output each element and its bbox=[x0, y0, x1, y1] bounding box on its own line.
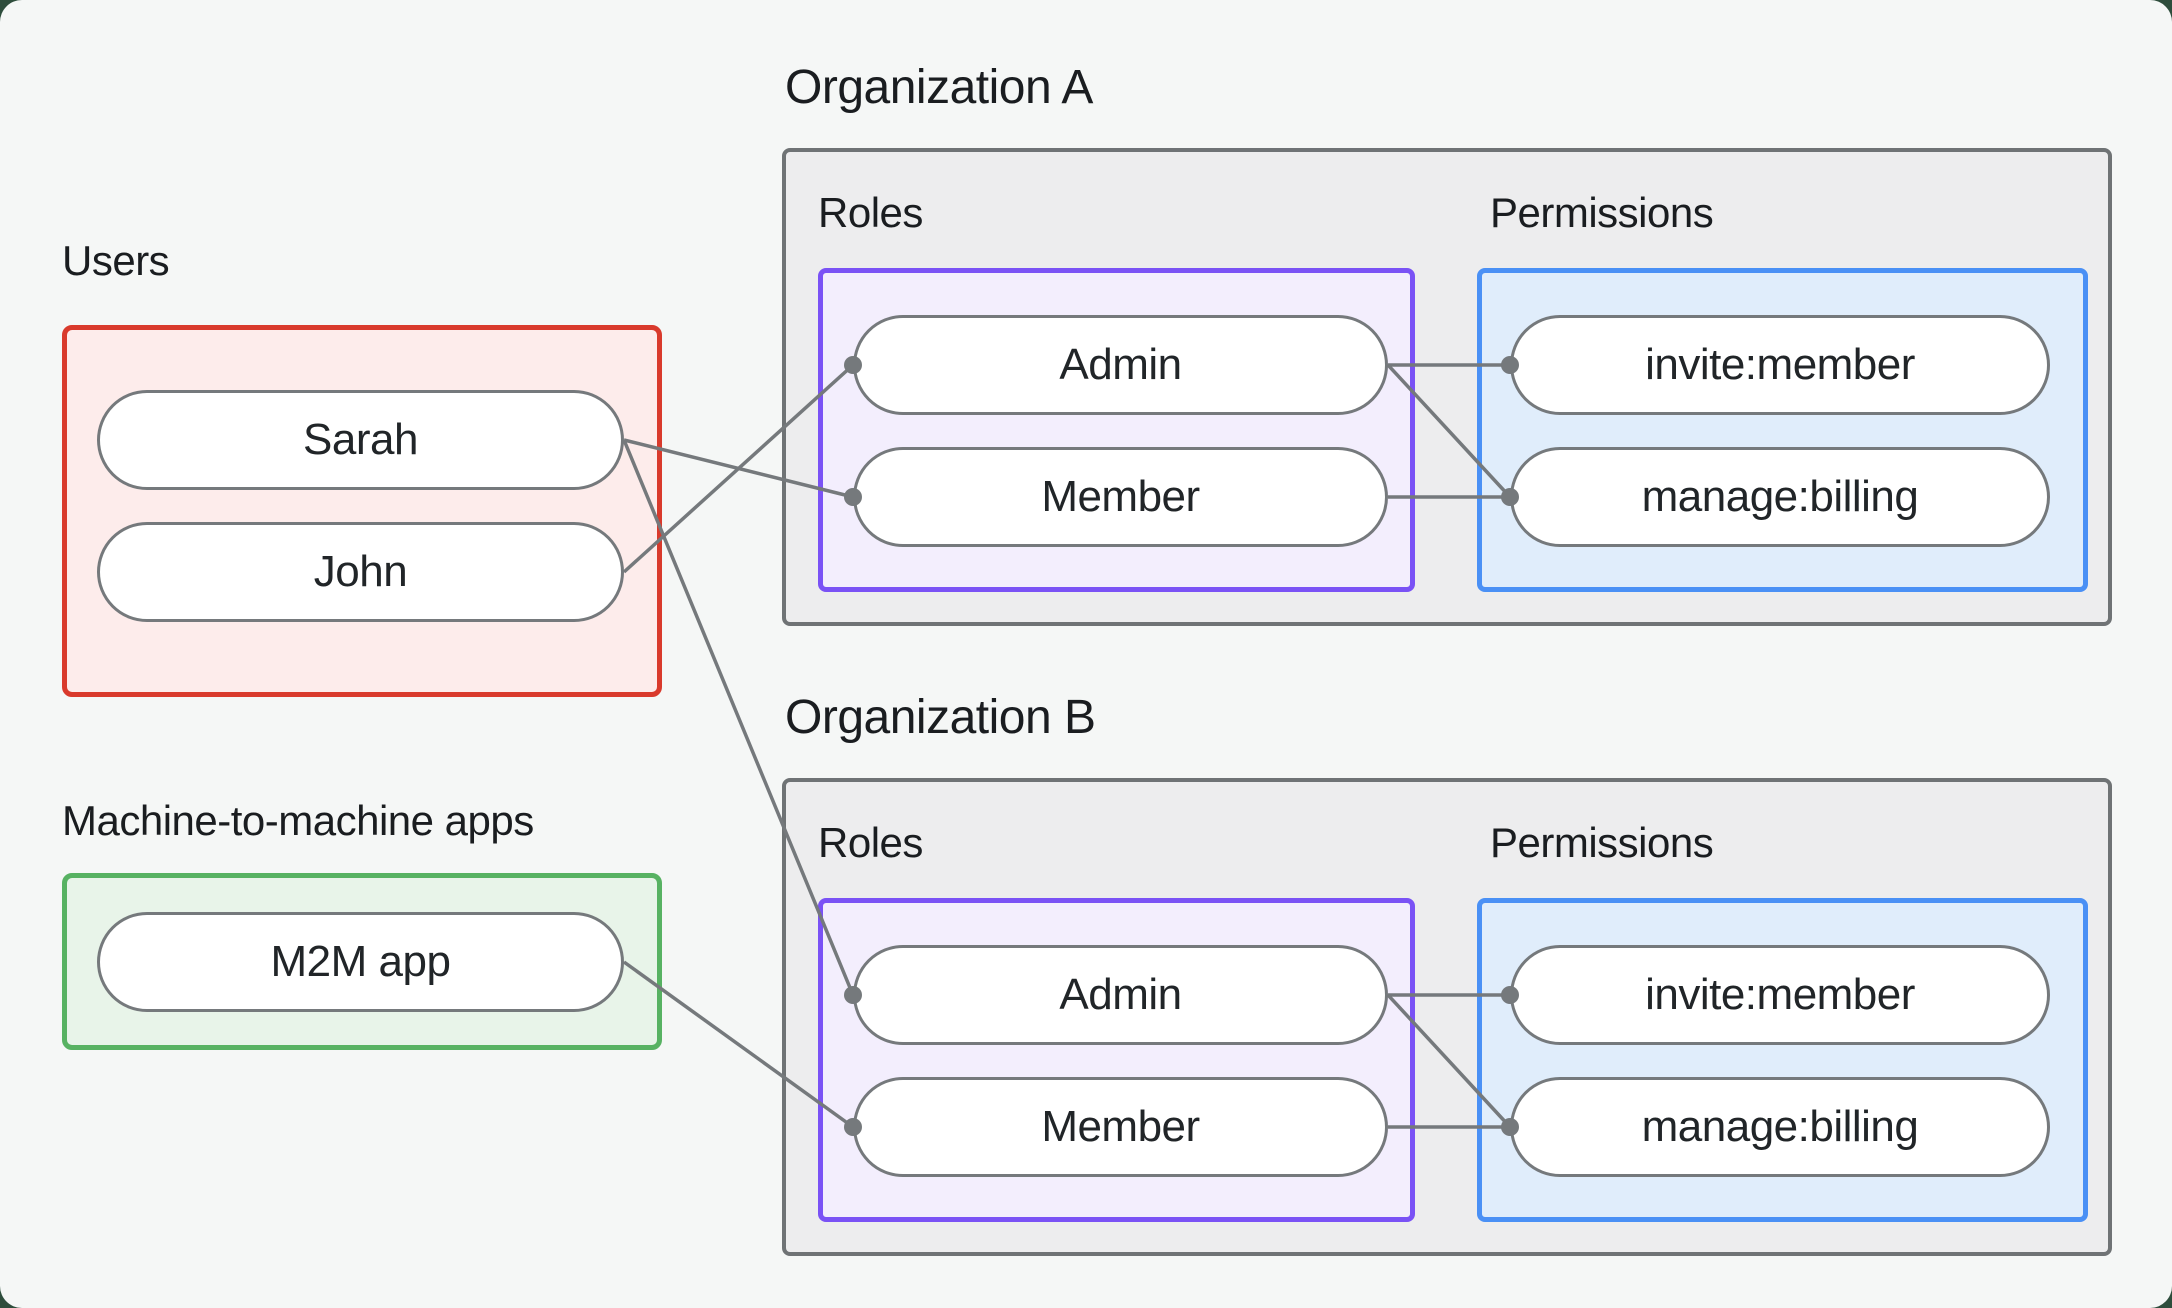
user-node-john: John bbox=[97, 522, 624, 622]
org-b-role-admin: Admin bbox=[853, 945, 1388, 1045]
org-b-role-member-label: Member bbox=[1041, 1102, 1200, 1151]
org-a-permission-invite-member-label: invite:member bbox=[1645, 340, 1915, 389]
org-b-role-member: Member bbox=[853, 1077, 1388, 1177]
org-b-permission-manage-billing: manage:billing bbox=[1510, 1077, 2050, 1177]
org-a-role-member-label: Member bbox=[1041, 472, 1200, 521]
org-a-permissions-label: Permissions bbox=[1490, 189, 1714, 236]
org-b-role-admin-label: Admin bbox=[1059, 970, 1182, 1019]
org-a-permission-invite-member: invite:member bbox=[1510, 315, 2050, 415]
users-group-label: Users bbox=[62, 237, 170, 284]
org-a-title: Organization A bbox=[785, 61, 1093, 114]
user-node-john-label: John bbox=[313, 547, 408, 596]
org-b-roles-label: Roles bbox=[818, 819, 923, 866]
m2m-app-node: M2M app bbox=[97, 912, 624, 1012]
org-a-role-admin-label: Admin bbox=[1059, 340, 1182, 389]
org-a-permission-manage-billing: manage:billing bbox=[1510, 447, 2050, 547]
org-a-role-admin: Admin bbox=[853, 315, 1388, 415]
org-b-permission-manage-billing-label: manage:billing bbox=[1641, 1102, 1919, 1151]
org-b-title: Organization B bbox=[785, 691, 1096, 744]
org-b-permission-invite-member: invite:member bbox=[1510, 945, 2050, 1045]
org-b-permissions-label: Permissions bbox=[1490, 819, 1714, 866]
org-b-permission-invite-member-label: invite:member bbox=[1645, 970, 1915, 1019]
m2m-group-label: Machine-to-machine apps bbox=[62, 797, 534, 844]
user-node-sarah: Sarah bbox=[97, 390, 624, 490]
users-group-box bbox=[62, 325, 662, 697]
m2m-app-node-label: M2M app bbox=[270, 937, 451, 986]
org-a-roles-label: Roles bbox=[818, 189, 923, 236]
org-a-role-member: Member bbox=[853, 447, 1388, 547]
org-a-permission-manage-billing-label: manage:billing bbox=[1641, 472, 1919, 521]
user-node-sarah-label: Sarah bbox=[303, 415, 418, 464]
